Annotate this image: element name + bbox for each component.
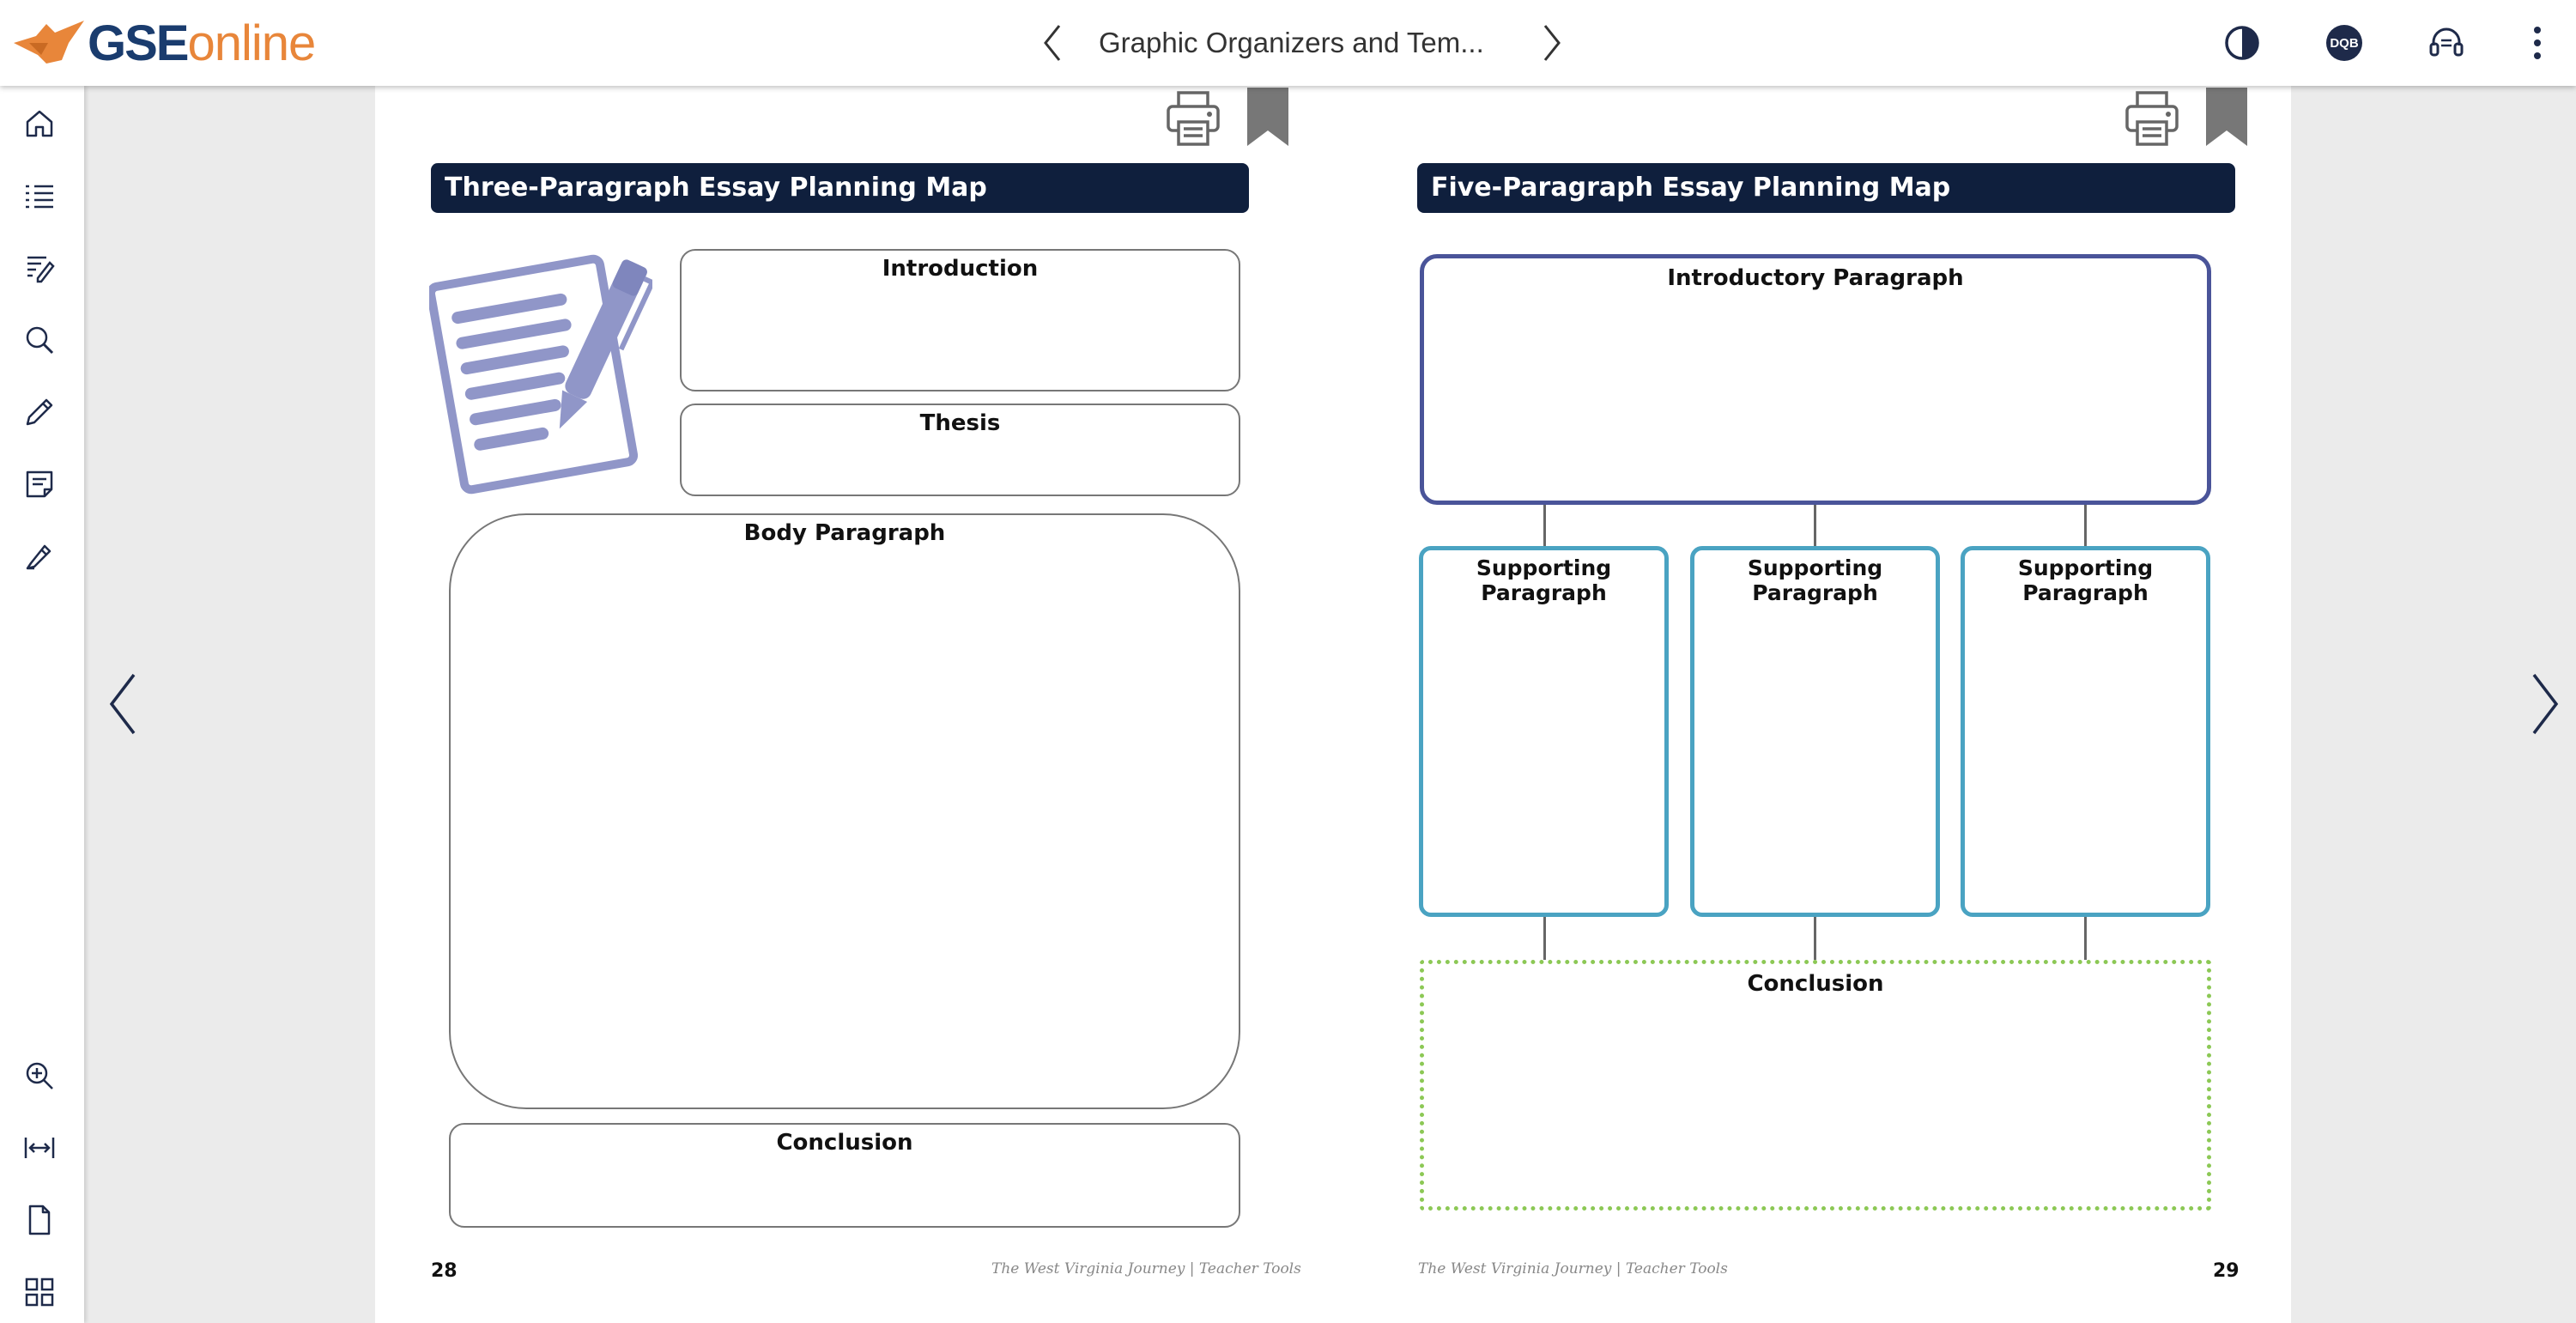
right-page-number: 29 [2213,1260,2240,1282]
headset-icon[interactable] [2422,19,2470,67]
connector-line [1543,505,1546,546]
bookmark-icon[interactable] [2206,88,2247,146]
left-page-number: 28 [431,1260,458,1282]
supporting-paragraph-label: Supporting Paragraph [1476,555,1612,605]
supporting-paragraph-box-1[interactable]: Supporting Paragraph [1419,546,1669,917]
introduction-label: Introduction [882,256,1039,282]
logo-online-text: online [187,15,317,71]
fit-width-icon[interactable] [19,1127,60,1168]
supporting-paragraph-label: Supporting Paragraph [1747,555,1883,605]
user-avatar-button[interactable]: DQB [2320,19,2368,67]
left-page-title: Three-Paragraph Essay Planning Map [431,163,1249,213]
top-bar: GSE online Graphic Organizers and Tem...… [0,0,2576,86]
essay-writing-illustration [429,254,652,495]
thesis-label: Thesis [919,410,1001,436]
previous-section-button[interactable] [1035,19,1070,67]
introduction-box[interactable]: Introduction [680,249,1240,391]
highlighter-icon[interactable] [19,536,60,577]
search-icon[interactable] [19,319,60,361]
previous-page-button[interactable] [103,670,146,738]
left-page-footer: The West Virginia Journey | Teacher Tool… [991,1260,1301,1277]
right-page-footer: The West Virginia Journey | Teacher Tool… [1418,1260,1728,1277]
home-icon[interactable] [19,103,60,144]
notes-icon[interactable] [19,464,60,505]
connector-line [1814,917,1816,960]
bookmark-icon[interactable] [1247,88,1288,146]
connector-line [2084,505,2087,546]
contrast-icon[interactable] [2218,19,2266,67]
introductory-paragraph-label: Introductory Paragraph [1667,265,1964,291]
more-vertical-icon[interactable] [2513,19,2561,67]
supporting-paragraph-label: Supporting Paragraph [2017,555,2154,605]
gse-online-logo[interactable]: GSE online [12,15,317,71]
single-page-icon[interactable] [19,1199,60,1241]
supporting-paragraph-box-3[interactable]: Supporting Paragraph [1961,546,2210,917]
left-toolbar [0,86,84,1323]
zoom-in-icon[interactable] [19,1055,60,1096]
print-icon[interactable] [2122,88,2182,148]
conclusion-label: Conclusion [776,1130,913,1156]
next-section-button[interactable] [1535,19,1569,67]
conclusion-box[interactable]: Conclusion [449,1123,1240,1228]
connector-line [1543,917,1546,960]
avatar: DQB [2326,25,2362,61]
right-page-title: Five-Paragraph Essay Planning Map [1417,163,2235,213]
next-page-button[interactable] [2522,670,2565,738]
edit-note-icon[interactable] [19,247,60,288]
body-paragraph-box[interactable]: Body Paragraph [449,513,1240,1109]
connector-line [1814,505,1816,546]
left-page-tools [1163,88,1288,148]
grid-view-icon[interactable] [19,1271,60,1313]
document-title: Graphic Organizers and Tem... [1099,27,1484,58]
right-page-tools [2122,88,2247,148]
list-icon[interactable] [19,175,60,216]
logo-gse-text: GSE [88,15,189,71]
thesis-box[interactable]: Thesis [680,404,1240,496]
print-icon[interactable] [1163,88,1223,148]
conclusion-box[interactable]: Conclusion [1420,960,2211,1211]
pencil-icon[interactable] [19,391,60,433]
body-paragraph-label: Body Paragraph [743,520,946,546]
connector-line [2084,917,2087,960]
conclusion-label: Conclusion [1747,971,1884,997]
bird-logo-icon [14,21,84,64]
introductory-paragraph-box[interactable]: Introductory Paragraph [1420,254,2211,505]
supporting-paragraph-box-2[interactable]: Supporting Paragraph [1690,546,1940,917]
